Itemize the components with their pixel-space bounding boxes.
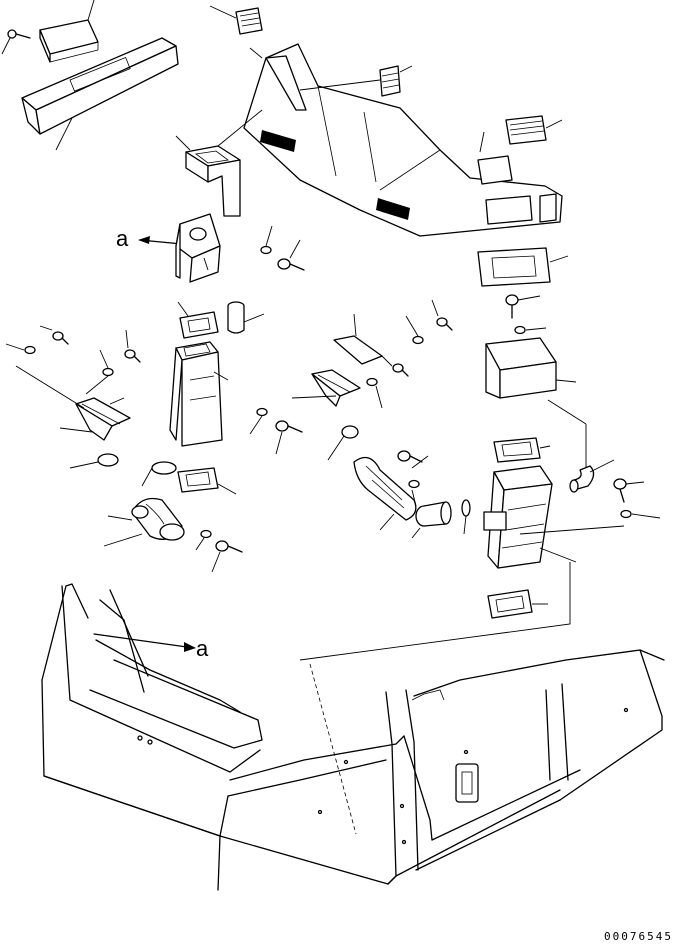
duct-gasket-right-top (477, 247, 569, 287)
bolt-left-mid (275, 420, 303, 455)
bolt-right-top (505, 294, 541, 319)
svg-text:a: a (196, 636, 209, 661)
duct-connector-elbow (175, 109, 263, 217)
vent-grille-right (505, 115, 563, 145)
screw-left-b (124, 329, 141, 363)
hose-short-left (227, 301, 265, 334)
washer-left-top (260, 225, 273, 255)
washer-left-mid (249, 407, 268, 435)
flexible-hose-left (103, 497, 185, 547)
blower-unit-right (483, 465, 625, 569)
duct-body-left (169, 341, 229, 447)
hose-clamp-left-b (69, 453, 119, 469)
gasket-left-upper (177, 301, 219, 339)
callout-a-lower: a (93, 633, 209, 661)
gasket-right-mid (493, 437, 551, 463)
cab-structure (41, 562, 665, 891)
control-module (39, 0, 99, 63)
vent-frame-right (477, 131, 513, 185)
bolt-left-top (277, 239, 305, 271)
washer-center-a (405, 315, 424, 345)
gasket-left-lower (177, 467, 237, 495)
screw-far-left (39, 325, 69, 345)
screw-center-a (431, 299, 453, 331)
hose-fitting-center (411, 501, 452, 539)
bolt-center (397, 450, 429, 469)
washer-center-b (366, 377, 383, 409)
gasket-right-low (487, 589, 548, 619)
bolt-left-low (211, 540, 243, 573)
bolt-right (613, 478, 645, 503)
washer-right (620, 509, 661, 519)
hose-clamp-center (327, 425, 359, 461)
vent-grille-upper (209, 5, 263, 35)
washer-left-b (99, 349, 114, 377)
washer-far-left (5, 343, 36, 355)
vent-louver-left (15, 365, 131, 441)
hose-clamp-left-a (141, 461, 177, 487)
air-duct-cover (243, 43, 563, 237)
washer-center-c (408, 479, 420, 507)
panel-bracket (21, 37, 179, 151)
washer-right-top (514, 325, 547, 335)
duct-housing-right (485, 337, 577, 399)
callout-a-upper: a (116, 226, 183, 251)
screw-center-b (381, 355, 409, 377)
duct-head-left (175, 213, 221, 283)
svg-text:a: a (116, 226, 129, 251)
seal-center (461, 499, 471, 535)
cover-plate-center (333, 313, 383, 365)
vent-louver-center (291, 369, 361, 407)
drawing-number: 00076545 (604, 930, 673, 943)
elbow-hose-right (547, 399, 615, 493)
mounting-screw (1, 29, 31, 55)
washer-left-low (195, 529, 212, 551)
vent-grille-middle (299, 65, 413, 97)
flexible-hose-center (353, 456, 417, 531)
